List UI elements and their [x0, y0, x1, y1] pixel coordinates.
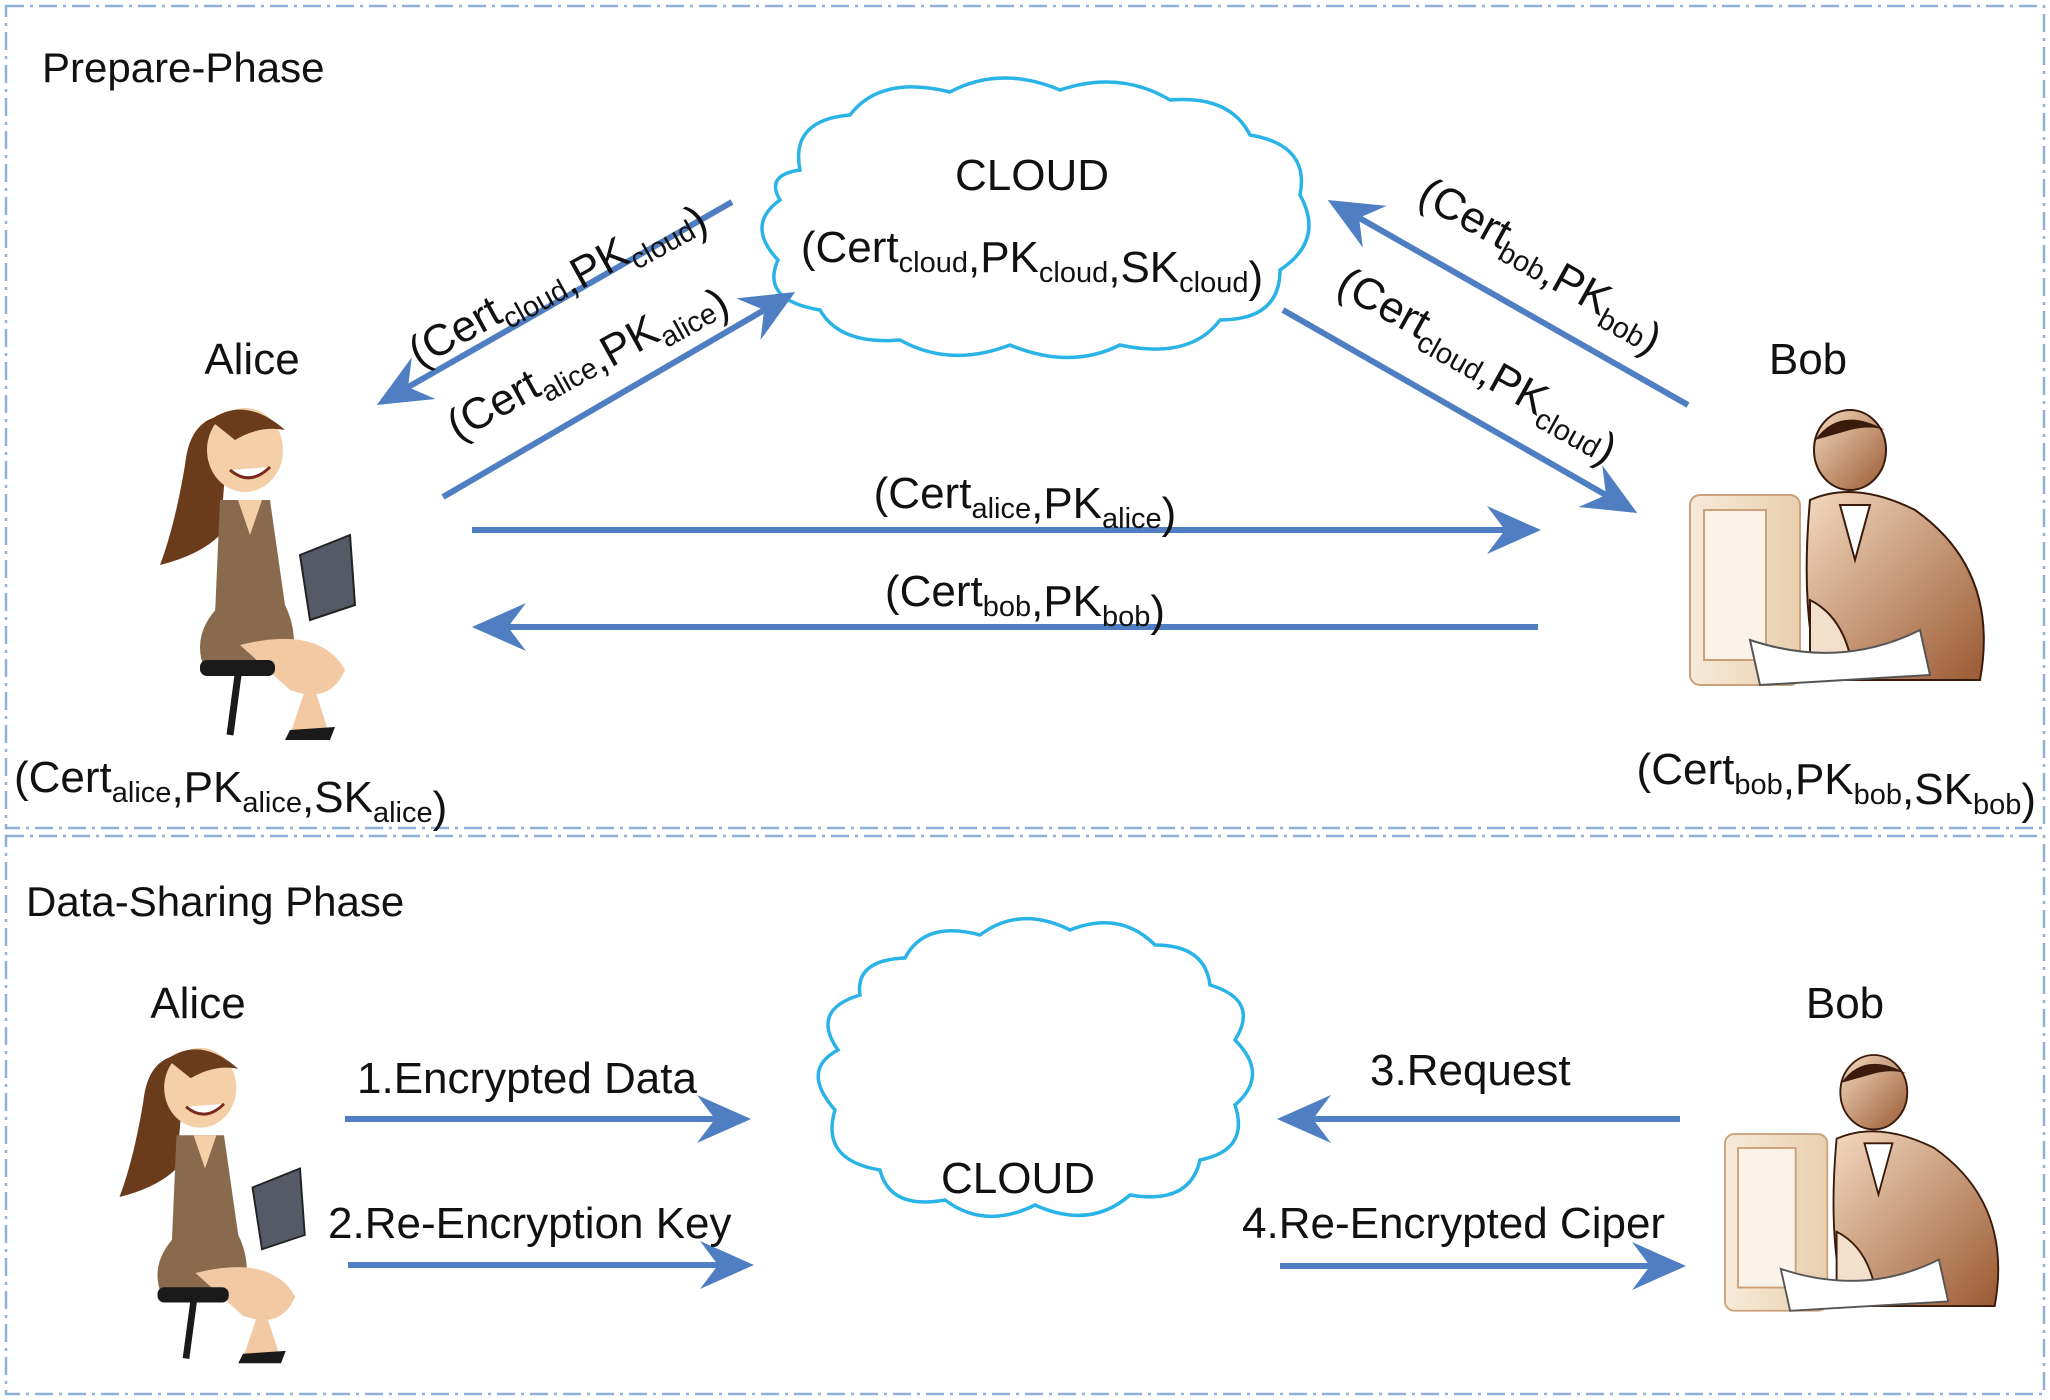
step2-label: 2.Re-Encryption Key	[328, 1199, 732, 1248]
label-base-text: (Cert	[14, 753, 112, 802]
label-subscript: bob	[1734, 769, 1782, 801]
label-bob-to-alice: (Certbob,PKbob)	[885, 567, 1165, 636]
label-subscript: alice	[1102, 503, 1162, 535]
bob-avatar-prepare	[1689, 409, 1985, 687]
label-subscript: cloud	[1179, 267, 1248, 299]
label-subscript: bob	[1102, 601, 1150, 633]
bob-keys: (Certbob,PKbob,SKbob)	[1637, 745, 2036, 824]
cloud-label-prepare: CLOUD	[955, 151, 1109, 200]
bob-avatar-data-sharing	[1724, 1054, 2000, 1312]
label-base-text: (Cert	[439, 360, 548, 450]
prepare-arrows	[376, 199, 1690, 651]
label-base-text: (Cert	[801, 223, 899, 272]
label-base-text: ,PK	[1783, 755, 1854, 804]
label-base-text: )	[1150, 587, 1165, 636]
label-subscript: cloud	[899, 247, 968, 279]
label-base-text: )	[2021, 775, 2036, 824]
arrow-cloud-to-bob	[1281, 307, 1638, 513]
alice-keys: (Certalice,PKalice,SKalice)	[14, 753, 447, 832]
label-subscript: bob	[983, 591, 1031, 623]
label-subscript: bob	[1854, 779, 1902, 811]
cloud-label-data-sharing: CLOUD	[941, 1154, 1095, 1203]
label-base-text: ,PK	[968, 233, 1039, 282]
label-subscript: alice	[373, 797, 433, 829]
arrow-alice-to-cloud	[441, 291, 796, 500]
arrow-cloud-to-alice	[376, 199, 734, 405]
label-base-text: ,SK	[1108, 243, 1179, 292]
prepare-phase-panel	[4, 4, 2046, 830]
arrow-bob-to-cloud	[1327, 200, 1690, 408]
label-base-text: ,PK	[1031, 479, 1102, 528]
step1-label: 1.Encrypted Data	[357, 1054, 697, 1103]
data-sharing-phase-panel	[4, 834, 2046, 1396]
label-base-text: ,SK	[302, 773, 373, 822]
alice-avatar-data-sharing	[119, 1047, 306, 1364]
label-base-text: (Cert	[874, 469, 972, 518]
bob-name-data-sharing: Bob	[1806, 979, 1884, 1028]
prepare-phase-title: Prepare-Phase	[42, 44, 325, 91]
label-base-text: )	[433, 783, 448, 832]
label-base-text: ,PK	[171, 763, 242, 812]
step4-label: 4.Re-Encrypted Ciper	[1242, 1199, 1665, 1248]
label-base-text: )	[1162, 489, 1177, 538]
cloud-shape-data-sharing	[816, 916, 1255, 1219]
step3-label: 3.Request	[1370, 1046, 1571, 1095]
label-base-text: (Cert	[1637, 745, 1735, 794]
label-base-text: ,SK	[1902, 765, 1973, 814]
label-base-text: )	[1248, 253, 1263, 302]
label-subscript: cloud	[1039, 257, 1108, 289]
label-base-text: (Cert	[885, 567, 983, 616]
label-alice-to-bob: (Certalice,PKalice)	[874, 469, 1177, 538]
label-subscript: alice	[242, 787, 302, 819]
alice-avatar-prepare	[160, 408, 357, 740]
label-cloud-to-alice: (Certcloud,PKcloud)	[400, 178, 715, 394]
bob-name-prepare: Bob	[1769, 335, 1847, 384]
label-subscript: alice	[112, 777, 172, 809]
label-subscript: bob	[1973, 789, 2021, 821]
label-base-text: ,PK	[1031, 577, 1102, 626]
data-sharing-phase-title: Data-Sharing Phase	[26, 878, 404, 925]
cloud-shape-prepare	[760, 76, 1311, 360]
cloud-keys: (Certcloud,PKcloud,SKcloud)	[801, 223, 1263, 302]
alice-name-prepare: Alice	[204, 335, 299, 384]
alice-name-data-sharing: Alice	[150, 979, 245, 1028]
data-sharing-arrows	[345, 1095, 1686, 1290]
label-subscript: alice	[971, 493, 1031, 525]
